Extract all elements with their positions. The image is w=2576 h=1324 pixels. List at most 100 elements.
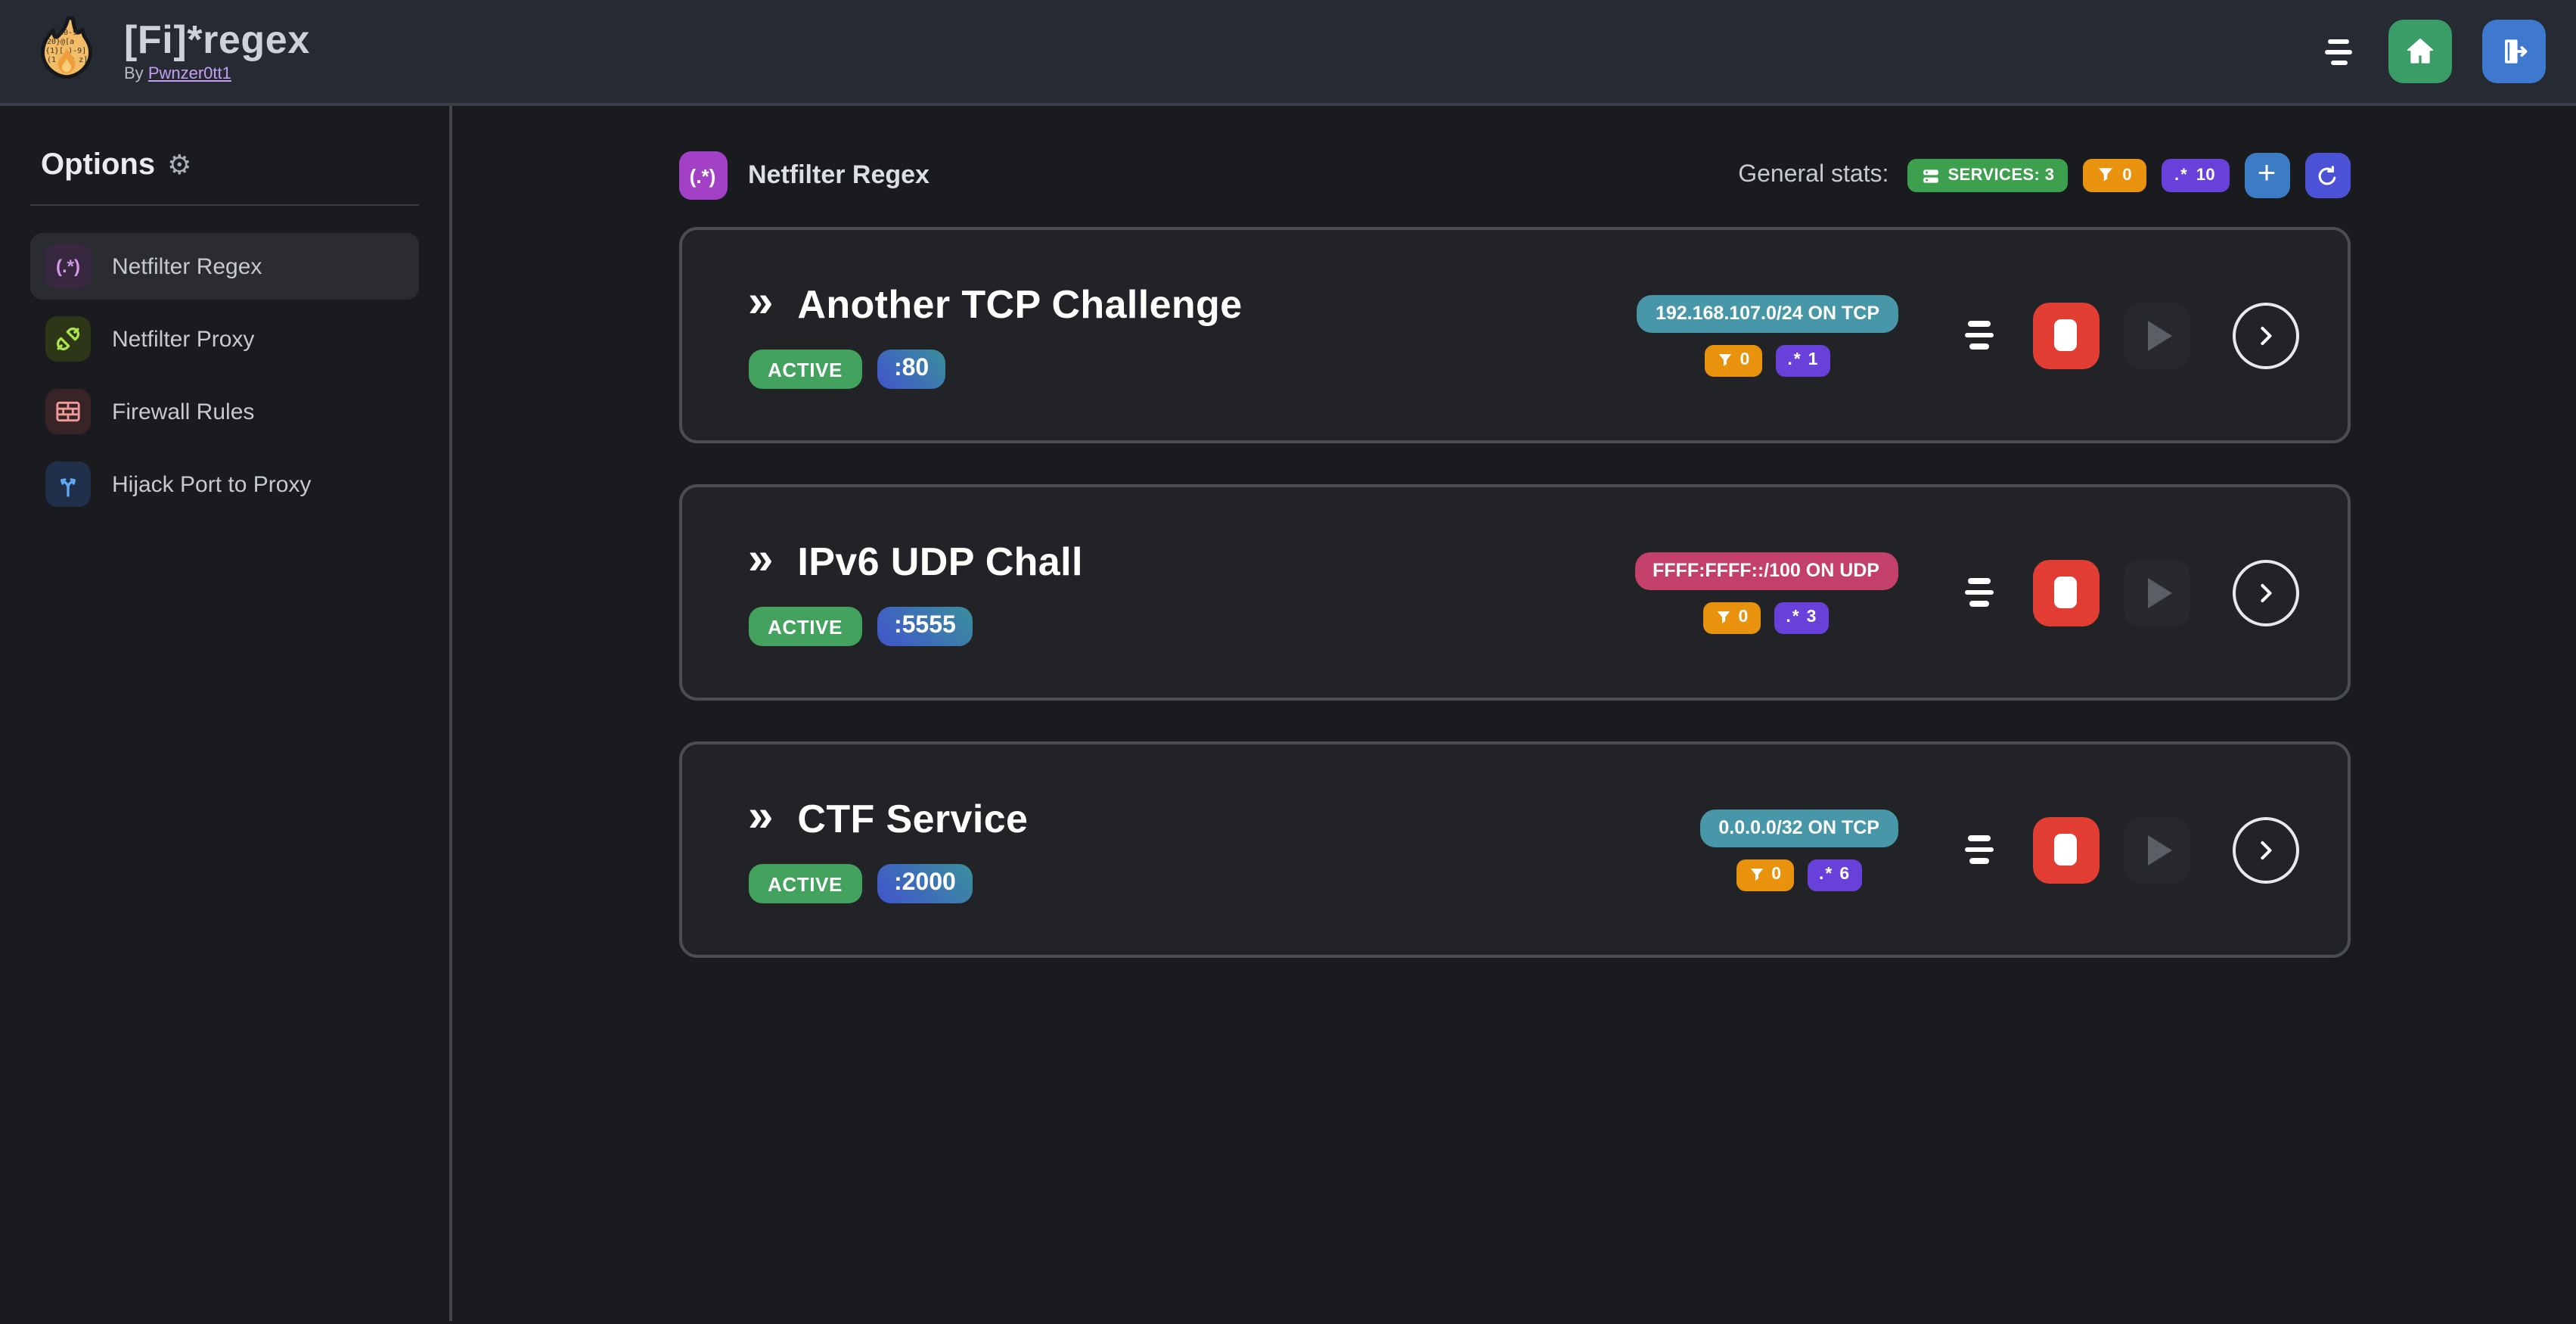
sidebar-item-label: Firewall Rules xyxy=(112,399,255,424)
section-header: (.*) Netfilter Regex General stats: SERV… xyxy=(678,151,2350,200)
sidebar-item-hijack-port-to-proxy[interactable]: Hijack Port to Proxy xyxy=(30,451,419,517)
regex-count-text: 1 xyxy=(1808,351,1818,369)
sidebar-item-label: Netfilter Regex xyxy=(112,253,262,279)
service-card: » CTF Service ACTIVE :2000 0.0.0.0/32 ON… xyxy=(678,741,2350,958)
open-service-button[interactable] xyxy=(2232,302,2298,368)
filter-count-badge: 0 xyxy=(1703,601,1761,633)
page-layout: Options ⚙ (.*) Netfilter Regex Netfilter… xyxy=(0,106,2576,1321)
service-badges: ACTIVE :2000 xyxy=(748,864,1028,903)
regex-glyph: .* xyxy=(1787,351,1802,369)
regex-glyph: .* xyxy=(2174,166,2189,185)
byline-prefix: By xyxy=(124,65,144,84)
target-badge: 0.0.0.0/32 ON TCP xyxy=(1700,809,1898,847)
service-badges: ACTIVE :5555 xyxy=(748,607,1083,646)
play-icon xyxy=(2148,320,2172,350)
gear-icon: ⚙ xyxy=(167,150,192,180)
service-menu-icon[interactable] xyxy=(1958,830,1999,870)
start-button[interactable] xyxy=(2123,816,2190,883)
app-title: [Fi]*regex xyxy=(124,16,310,62)
menu-icon[interactable] xyxy=(2319,33,2358,70)
stop-button[interactable] xyxy=(2032,816,2099,883)
logout-icon xyxy=(2505,39,2528,64)
double-chevron-icon: » xyxy=(748,276,774,326)
refresh-icon xyxy=(2318,165,2336,185)
double-chevron-icon: » xyxy=(748,533,774,583)
stop-icon xyxy=(2054,577,2077,608)
svg-text:20}@[a: 20}@[a xyxy=(47,38,74,46)
service-info: » IPv6 UDP Chall ACTIVE :5555 xyxy=(748,533,1083,646)
general-stats: General stats: SERVICES: 3 xyxy=(1738,153,2350,198)
service-stats: FFFF:FFFF::/100 ON UDP 0 .* 3 xyxy=(1634,552,1898,633)
stop-button[interactable] xyxy=(2032,559,2099,626)
service-name: IPv6 UDP Chall xyxy=(797,539,1083,584)
service-title-row: » IPv6 UDP Chall xyxy=(748,533,1083,586)
funnel-icon xyxy=(1750,868,1764,880)
filter-count-badge: 0 xyxy=(1705,344,1762,376)
service-stats-row: 0 .* 6 xyxy=(1736,859,1862,890)
top-bar-actions xyxy=(2319,20,2546,83)
stop-button[interactable] xyxy=(2032,302,2099,368)
services-count-badge: SERVICES: 3 xyxy=(1907,159,2069,192)
open-service-button[interactable] xyxy=(2232,816,2298,883)
service-title-row: » CTF Service xyxy=(748,793,1029,843)
start-button[interactable] xyxy=(2123,302,2190,368)
regex-section-icon: (.*) xyxy=(678,151,727,200)
status-badge: ACTIVE xyxy=(748,350,862,389)
play-icon xyxy=(2148,577,2172,608)
service-menu-icon[interactable] xyxy=(1958,315,1999,356)
chevron-right-icon xyxy=(2260,325,2271,345)
status-badge: ACTIVE xyxy=(748,864,862,903)
service-info: » Another TCP Challenge ACTIVE :80 xyxy=(748,276,1243,389)
logout-button[interactable] xyxy=(2482,20,2546,83)
port-badge: :2000 xyxy=(877,864,973,903)
service-title-row: » Another TCP Challenge xyxy=(748,276,1243,328)
section-title: Netfilter Regex xyxy=(748,160,930,189)
port-badge: :80 xyxy=(877,350,946,389)
refresh-button[interactable] xyxy=(2304,153,2350,198)
funnel-icon xyxy=(2099,168,2113,182)
sidebar-item-firewall-rules[interactable]: Firewall Rules xyxy=(30,378,419,445)
sidebar: Options ⚙ (.*) Netfilter Regex Netfilter… xyxy=(0,106,452,1321)
status-badge: ACTIVE xyxy=(748,607,862,646)
start-button[interactable] xyxy=(2123,559,2190,626)
author-link[interactable]: Pwnzer0tt1 xyxy=(147,65,231,84)
regex-count-text: 3 xyxy=(1806,608,1817,626)
filter-count-text: 0 xyxy=(1738,608,1749,626)
plug-icon xyxy=(45,316,91,362)
add-service-button[interactable]: + xyxy=(2244,153,2289,198)
service-badges: ACTIVE :80 xyxy=(748,350,1243,389)
service-stats: 0.0.0.0/32 ON TCP 0 .* 6 xyxy=(1700,809,1898,890)
service-name: CTF Service xyxy=(797,796,1029,841)
filters-count-badge: 0 xyxy=(2083,159,2146,192)
svg-text:-z0-9: -z0-9 xyxy=(54,29,77,37)
service-card: » IPv6 UDP Chall ACTIVE :5555 FFFF:FFFF:… xyxy=(678,484,2350,701)
regex-count-text: 10 xyxy=(2196,166,2215,185)
sidebar-divider xyxy=(30,204,419,206)
home-button[interactable] xyxy=(2388,20,2452,83)
main-content: (.*) Netfilter Regex General stats: SERV… xyxy=(452,106,2576,1321)
funnel-icon xyxy=(1719,353,1732,365)
service-stats: 192.168.107.0/24 ON TCP 0 .* 1 xyxy=(1637,294,1898,376)
service-card: » Another TCP Challenge ACTIVE :80 192.1… xyxy=(678,227,2350,443)
port-badge: :5555 xyxy=(877,607,973,646)
sidebar-title: Options ⚙ xyxy=(30,148,419,183)
app-title-block: [Fi]*regex By Pwnzer0tt1 xyxy=(124,16,310,84)
target-badge: 192.168.107.0/24 ON TCP xyxy=(1637,294,1898,332)
sidebar-item-netfilter-proxy[interactable]: Netfilter Proxy xyxy=(30,306,419,372)
filter-count-badge: 0 xyxy=(1736,859,1793,890)
play-icon xyxy=(2148,834,2172,865)
split-arrows-icon xyxy=(45,462,91,507)
regex-icon: (.*) xyxy=(45,244,91,289)
service-menu-icon[interactable] xyxy=(1958,573,1999,613)
filter-count-text: 0 xyxy=(1771,866,1781,884)
open-service-button[interactable] xyxy=(2232,559,2298,626)
target-badge: FFFF:FFFF::/100 ON UDP xyxy=(1634,552,1898,589)
services-count-text: SERVICES: 3 xyxy=(1948,166,2055,185)
funnel-icon xyxy=(1718,611,1730,623)
regex-glyph: .* xyxy=(1819,866,1834,884)
sidebar-item-netfilter-regex[interactable]: (.*) Netfilter Regex xyxy=(30,233,419,300)
flame-logo-icon: -z0-9 20}@[a {1}[ )-9] (1 ^ z] xyxy=(41,16,92,79)
filters-count-text: 0 xyxy=(2122,166,2133,185)
regex-count-badge: .* 3 xyxy=(1774,601,1829,633)
